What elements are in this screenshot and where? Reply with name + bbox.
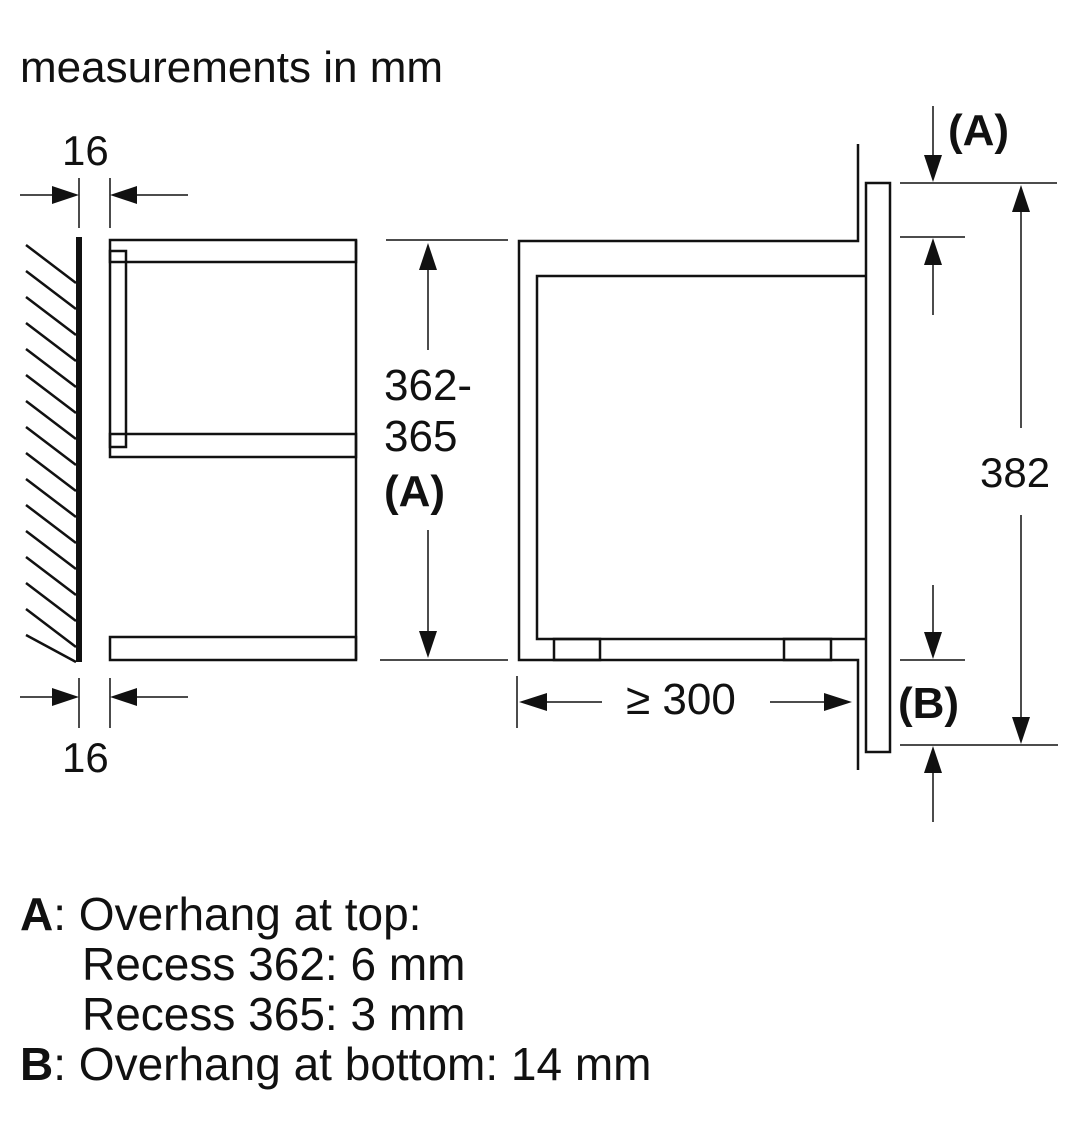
hatch-line (25, 244, 77, 284)
recess-height-line2: 365 (384, 412, 457, 461)
hatch-line (25, 530, 77, 570)
appliance-side-view (517, 144, 892, 770)
recess-height-note: (A) (384, 467, 445, 516)
hatch-line (25, 608, 77, 648)
legend-a: A: Overhang at top: (20, 888, 421, 940)
depth-dimension: ≥ 300 (516, 675, 852, 728)
hatch-line (25, 452, 77, 492)
front-height-dimension: (A) (B) 382 (898, 106, 1058, 822)
hatch-line (25, 322, 77, 362)
hatch-line (25, 400, 77, 440)
legend: A: Overhang at top: Recess 362: 6 mm Rec… (20, 888, 652, 1090)
hatch-line (25, 633, 77, 664)
cabinet-side-view (108, 238, 358, 662)
legend-a-recess-365: Recess 365: 3 mm (82, 988, 465, 1040)
top-gap-label: 16 (62, 127, 109, 174)
hatch-line (25, 478, 77, 518)
recess-height-line1: 362- (384, 361, 472, 410)
hatch-line (25, 426, 77, 466)
bottom-gap-dimension: 16 (20, 678, 188, 781)
top-gap-dimension: 16 (20, 127, 188, 228)
top-overhang-marker: (A) (948, 106, 1009, 155)
hatch-line (25, 582, 77, 622)
diagram-title: measurements in mm (20, 43, 443, 92)
legend-b: B: Overhang at bottom: 14 mm (20, 1038, 652, 1090)
recess-height-dimension: 362- 365 (A) (380, 239, 508, 661)
hatch-line (25, 374, 77, 414)
bottom-gap-label: 16 (62, 734, 109, 781)
hatch-line (25, 270, 77, 310)
hatch-line (25, 504, 77, 544)
hatch-line (25, 348, 77, 388)
front-height-label: 382 (980, 449, 1050, 496)
depth-label: ≥ 300 (626, 675, 736, 724)
wall-hatching (25, 244, 77, 664)
hatch-line (25, 556, 77, 596)
bottom-overhang-marker: (B) (898, 679, 959, 728)
legend-a-recess-362: Recess 362: 6 mm (82, 938, 465, 990)
hatch-line (25, 296, 77, 336)
